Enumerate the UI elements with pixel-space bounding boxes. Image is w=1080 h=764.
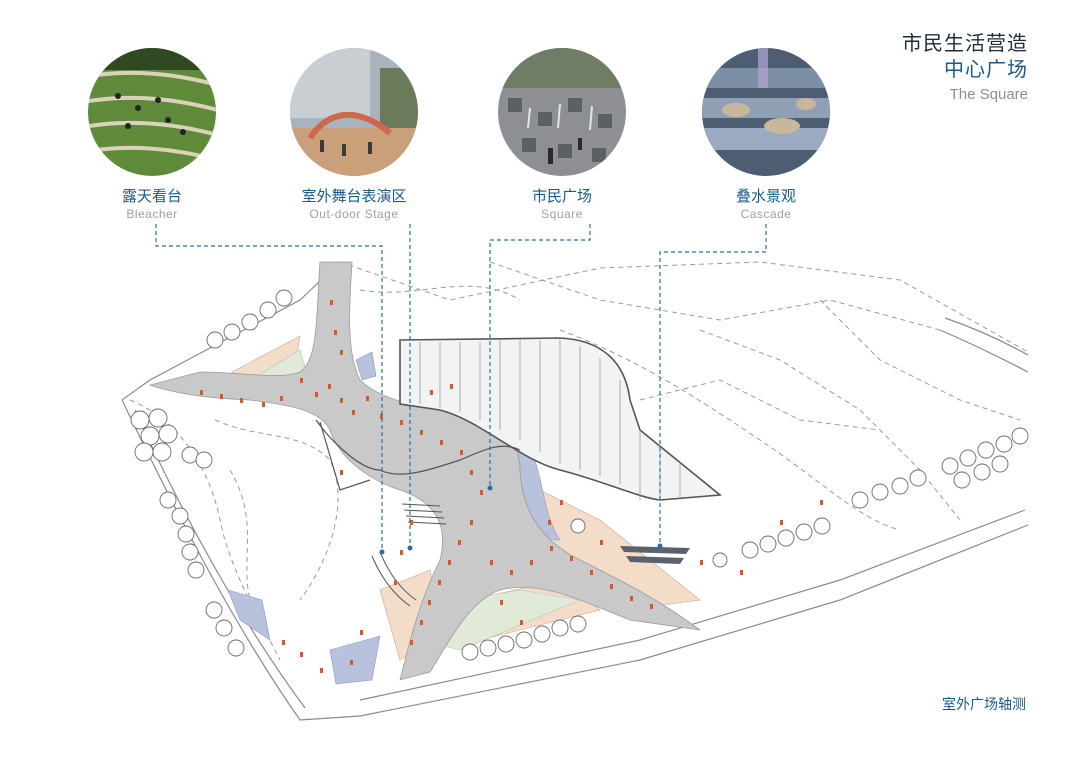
page-subtitle: The Square xyxy=(949,86,1028,103)
caption-cascade-en: Cascade xyxy=(740,207,792,221)
caption-square: 市民广场 Square xyxy=(462,186,662,222)
context-lines xyxy=(129,261,1029,661)
stage-photo xyxy=(290,48,418,176)
caption-square-zh: 市民广场 xyxy=(531,187,592,205)
canopy-support xyxy=(319,421,371,491)
bleacher-photo xyxy=(88,48,216,176)
cascade-steps xyxy=(620,546,690,564)
caption-stage-zh: 室外舞台表演区 xyxy=(301,187,407,205)
cascade-photo xyxy=(702,48,830,176)
people xyxy=(200,300,823,673)
caption-bleacher-en: Bleacher xyxy=(126,207,178,221)
square-photo xyxy=(498,48,626,176)
caption-stage-en: Out-door Stage xyxy=(309,207,399,221)
page-title-accent: 中心广场 xyxy=(944,57,1028,81)
caption-cascade: 叠水景观 Cascade xyxy=(666,186,866,222)
caption-bleacher-zh: 露天看台 xyxy=(121,187,182,205)
site-boundary xyxy=(121,261,1029,721)
page-title: 市民生活营造 xyxy=(902,31,1028,55)
drawing-caption: 室外广场轴测 xyxy=(942,697,1026,713)
building-mullions xyxy=(419,340,681,500)
canopy-edge xyxy=(315,419,521,475)
leader-dots xyxy=(379,485,663,555)
caption-bleacher: 露天看台 Bleacher xyxy=(52,186,252,222)
leader-lines xyxy=(155,224,767,552)
trees xyxy=(130,289,1029,661)
caption-stage: 室外舞台表演区 Out-door Stage xyxy=(254,186,454,222)
caption-cascade-zh: 叠水景观 xyxy=(735,187,796,205)
caption-square-en: Square xyxy=(541,207,583,221)
title-block: 市民生活营造 中心广场 The Square xyxy=(902,30,1028,106)
